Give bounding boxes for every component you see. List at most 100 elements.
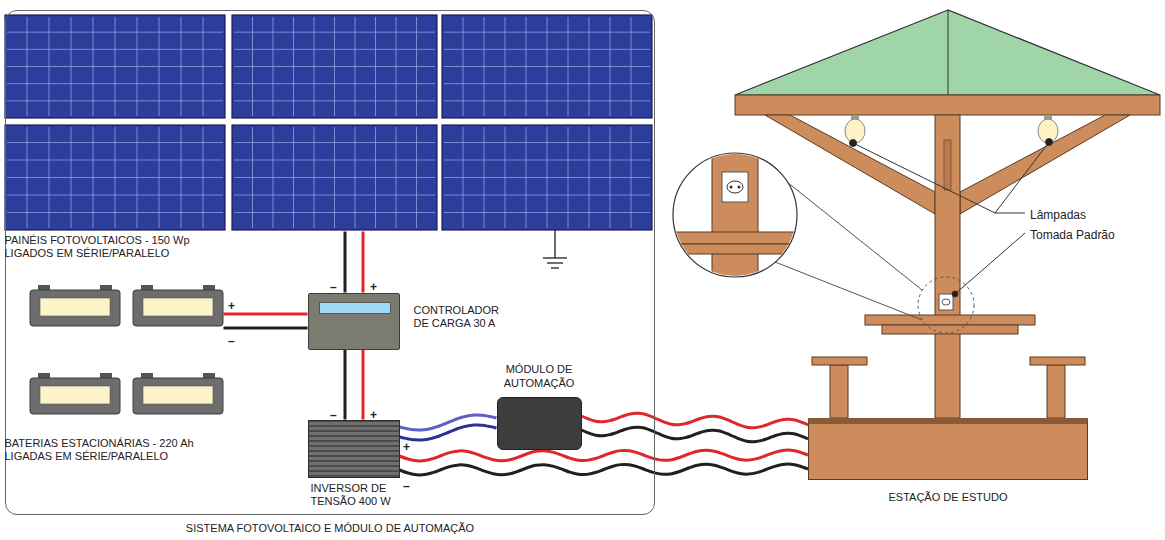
cable-pair	[345, 350, 363, 420]
leader-dot	[1046, 139, 1053, 146]
brace	[960, 115, 1130, 214]
panel-cell-line	[444, 212, 650, 213]
cable-wire	[400, 464, 809, 475]
node-label: SISTEMA FOTOVOLTAICO E MÓDULO DE AUTOMAÇ…	[186, 522, 474, 536]
cable-wire	[400, 415, 497, 430]
panel-cell-line	[234, 100, 435, 101]
battery-body	[133, 378, 223, 414]
zoom-table	[670, 232, 800, 244]
leader-line	[955, 233, 1025, 294]
label-anchor: +	[228, 296, 235, 314]
panel-cell-line	[444, 142, 650, 143]
cable-pair	[224, 314, 308, 328]
polarity-mark: +	[370, 408, 377, 422]
panel-body	[442, 125, 652, 230]
node-label: ESTAÇÃO DE ESTUDO	[889, 491, 1008, 505]
zoom-socket-pin	[730, 186, 733, 189]
polarity-mark: –	[330, 408, 337, 422]
panel-cell-line	[7, 160, 223, 161]
battery	[30, 373, 120, 414]
solar-panel	[442, 15, 652, 118]
ground-wire	[554, 230, 555, 258]
battery-body	[30, 290, 120, 326]
label-anchor: Tomada Padrão	[1030, 225, 1115, 243]
label-anchor: +	[370, 405, 377, 423]
label-anchor: Lâmpadas	[1030, 205, 1086, 223]
battery	[30, 285, 120, 326]
zoom-ring	[673, 153, 797, 277]
cable-pair	[400, 450, 809, 475]
panel-body	[5, 15, 225, 118]
seat-leg	[1047, 365, 1065, 418]
panel-cell-line	[234, 160, 435, 161]
panel-body	[5, 125, 225, 230]
ground-symbol	[543, 230, 567, 268]
battery-label-plate	[143, 386, 213, 404]
leader-lines	[850, 139, 1053, 298]
ground-bar	[547, 262, 563, 263]
cable-wire	[344, 350, 347, 420]
callout-label: Lâmpadas	[1030, 208, 1086, 222]
panel-cell-line	[444, 32, 650, 33]
battery-bank: BATERIAS ESTACIONÁRIAS - 220 Ah LIGADAS …	[28, 284, 224, 417]
polarity-mark: –	[330, 280, 337, 294]
node-label: INVERSOR DE TENSÃO 400 W	[311, 482, 401, 510]
leader-dot	[952, 291, 958, 297]
charge-controller: CONTROLADOR DE CARGA 30 A	[308, 293, 400, 350]
battery	[133, 373, 223, 414]
panel-cell-line	[7, 66, 223, 67]
panel-body	[232, 15, 437, 118]
seat-top	[1030, 357, 1085, 365]
panel-cell-line	[444, 177, 650, 178]
label-anchor: –	[403, 476, 410, 494]
panel-cell-line	[234, 177, 435, 178]
panel-cell-line	[444, 195, 650, 196]
zoom-socket	[722, 172, 748, 202]
leader-line	[995, 142, 1049, 213]
solar-panel	[5, 15, 225, 118]
table-top	[865, 315, 1035, 325]
node-label: BATERIAS ESTACIONÁRIAS - 220 Ah LIGADAS …	[5, 437, 220, 465]
panel-cell-line	[7, 212, 223, 213]
solar-panel	[232, 125, 437, 230]
panel-cell-line	[234, 212, 435, 213]
roof	[735, 10, 1160, 95]
bulb	[845, 119, 865, 143]
cable-pair	[400, 415, 497, 440]
battery-label-plate	[40, 386, 110, 404]
polarity-mark: +	[370, 280, 377, 294]
zoom-table-under	[670, 244, 800, 254]
station-base: ESTAÇÃO DE ESTUDO	[808, 418, 1088, 480]
panel-cell-line	[7, 100, 223, 101]
panel-cell-line	[7, 177, 223, 178]
zoom-content	[670, 150, 800, 280]
node-label: CONTROLADOR DE CARGA 30 A	[414, 304, 509, 332]
panel-cell-line	[7, 142, 223, 143]
cable-pair	[345, 232, 363, 293]
label-anchor: +	[370, 277, 377, 295]
cable-wire	[344, 232, 347, 293]
node-label: MÓDULO DE AUTOMAÇÃO	[494, 363, 584, 391]
cable-wire	[400, 425, 497, 440]
cable-pair	[582, 413, 809, 442]
panel-cell-line	[444, 83, 650, 84]
node-label: PAINÉIS FOTOVOLTAICOS - 150 Wp LIGADOS E…	[5, 234, 220, 262]
system-frame: PAINÉIS FOTOVOLTAICOS - 150 Wp LIGADOS E…	[5, 10, 655, 515]
socket-hole	[942, 299, 950, 305]
cable-wire	[400, 450, 809, 461]
ground-bar	[551, 267, 559, 268]
solar-panel	[442, 125, 652, 230]
polarity-mark: +	[228, 299, 235, 313]
panel-body	[442, 15, 652, 118]
cable-wire	[582, 427, 809, 442]
ground-bar	[543, 257, 567, 258]
panel-cell-line	[234, 66, 435, 67]
polarity-mark: –	[228, 334, 235, 348]
battery	[133, 285, 223, 326]
cable-wire	[582, 413, 809, 428]
zoom-view	[670, 150, 800, 280]
label-anchor: –	[330, 277, 337, 295]
eave-beam	[735, 95, 1160, 115]
panel-cell-line	[444, 160, 650, 161]
